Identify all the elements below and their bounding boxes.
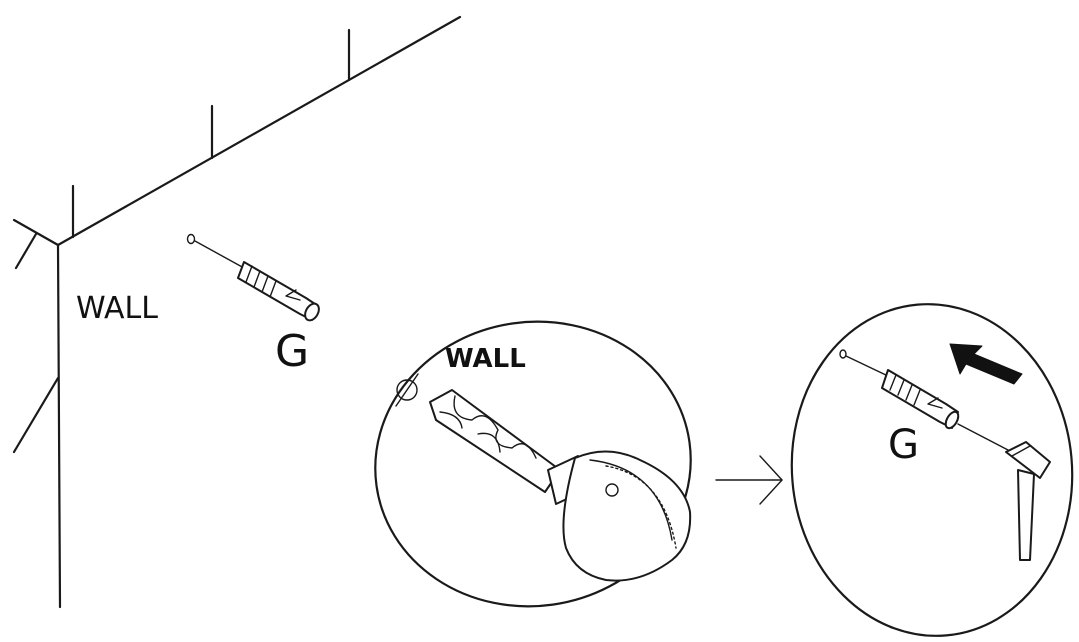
- next-step-arrow-icon: [715, 455, 783, 505]
- wall-plug-icon: [186, 233, 320, 322]
- drilling-inset: [374, 320, 692, 608]
- wall-label-inset: WALL: [445, 344, 526, 374]
- wall-outline: [12, 15, 462, 609]
- wall-plug-icon: [839, 349, 1009, 451]
- hammering-inset: [790, 303, 1074, 637]
- part-label-inset: G: [888, 422, 919, 468]
- hammer-icon: [1005, 441, 1051, 561]
- wall-label-main: WALL: [76, 291, 158, 326]
- drill-bit-icon: [429, 389, 692, 582]
- drill-hole-icon: [395, 373, 419, 407]
- direction-arrow-icon: [949, 343, 1023, 385]
- part-label-main: G: [275, 326, 309, 377]
